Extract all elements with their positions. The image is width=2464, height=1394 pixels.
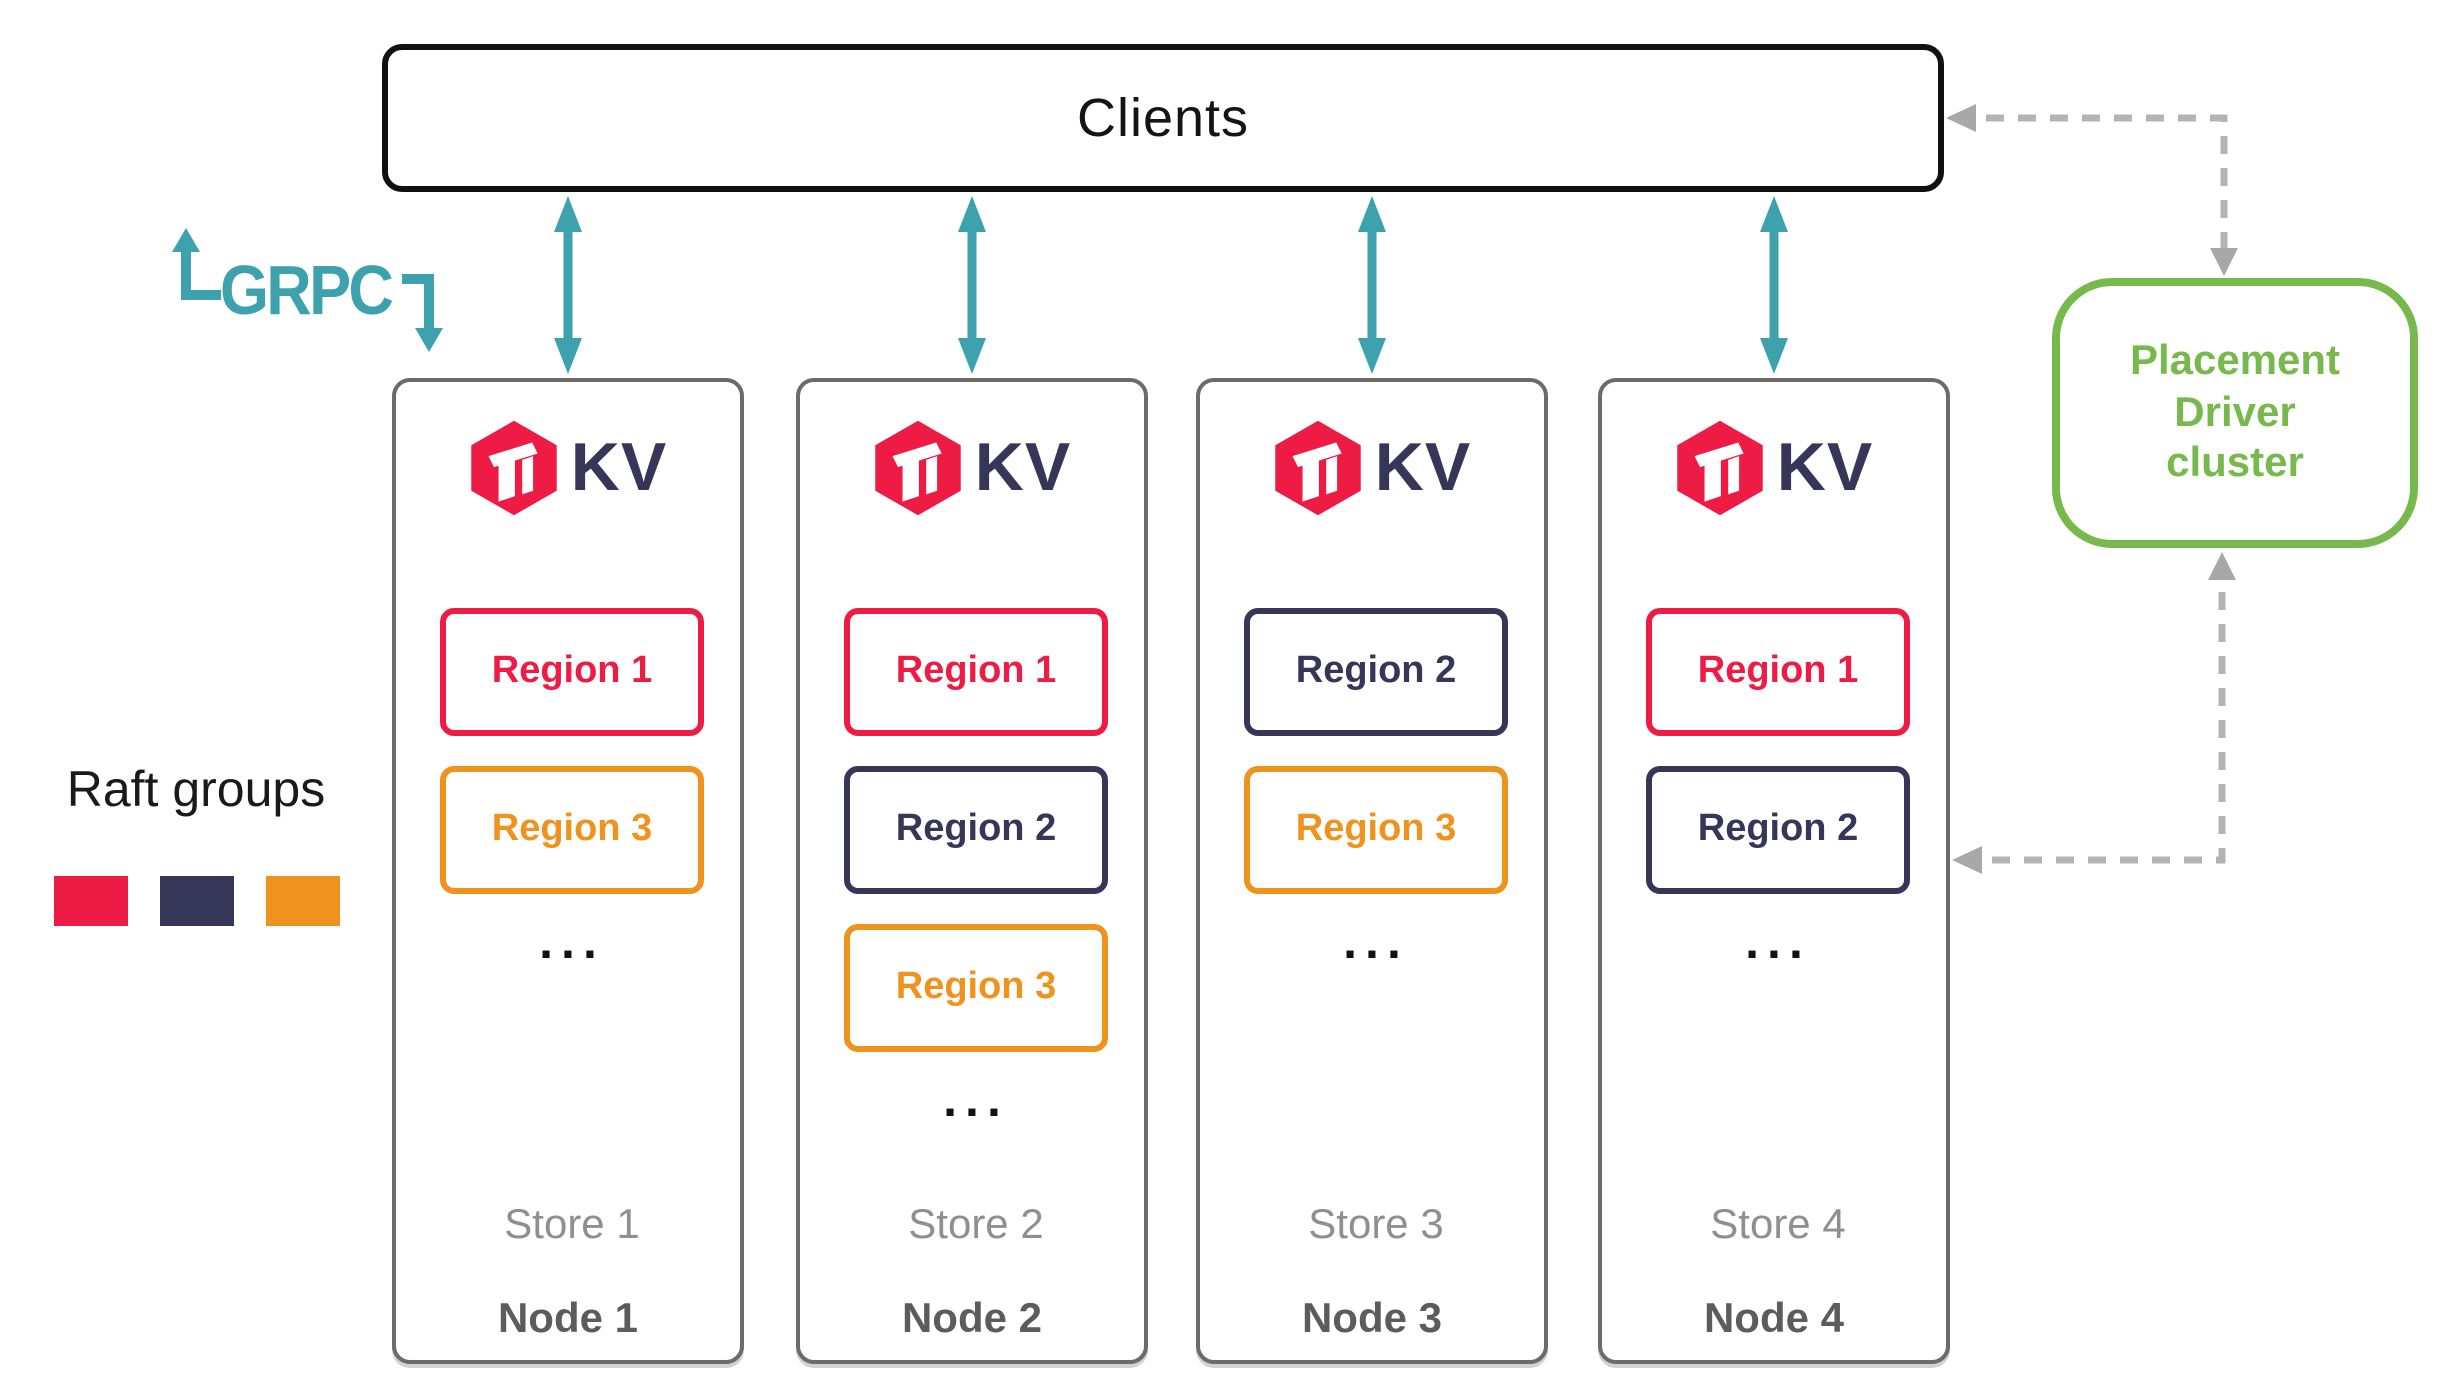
- node-4-box: KV Region 1 Region 2 ... Store 4 Node 4: [1598, 378, 1950, 1364]
- tikv-kv-label: KV: [570, 429, 668, 505]
- grpc-down-arrow-icon: [402, 274, 444, 352]
- clients-label: Clients: [1076, 87, 1250, 147]
- node-label: Node 3: [1301, 1296, 1442, 1342]
- raft-swatch-navy: [159, 875, 233, 925]
- grpc-arrow-node3: [1358, 196, 1386, 374]
- node-label: Node 2: [901, 1296, 1042, 1342]
- placement-driver-label: Placement Driver cluster: [2129, 338, 2341, 487]
- tikv-logo: KV: [800, 414, 1144, 522]
- grpc-arrow-node1: [554, 196, 582, 374]
- ellipsis: ...: [539, 914, 605, 970]
- node-2-box: KV Region 1 Region 2 Region 3 ... Store …: [796, 378, 1148, 1364]
- region-box: Region 3: [1244, 766, 1508, 894]
- store-label: Store 2: [908, 1202, 1044, 1248]
- pd-clients-connector: [1946, 104, 2238, 276]
- clients-box: Clients: [382, 44, 1944, 192]
- placement-driver-box: Placement Driver cluster: [2052, 278, 2418, 548]
- tikv-hexagon-icon: [472, 420, 558, 516]
- store-3: Region 2 Region 3 ... Store 3: [1220, 582, 1532, 1262]
- tikv-logo: KV: [1200, 414, 1544, 522]
- tikv-kv-label: KV: [1776, 429, 1874, 505]
- tikv-kv-label: KV: [974, 429, 1072, 505]
- tikv-logo: KV: [1602, 414, 1946, 522]
- raft-swatch-red: [53, 875, 127, 925]
- tikv-kv-label: KV: [1374, 429, 1472, 505]
- store-label: Store 3: [1308, 1202, 1444, 1248]
- store-label: Store 1: [504, 1202, 640, 1248]
- tikv-hexagon-icon: [1276, 420, 1362, 516]
- store-1: Region 1 Region 3 ... Store 1: [416, 582, 728, 1262]
- pd-node4-connector: [1952, 552, 2236, 874]
- region-box: Region 1: [1646, 608, 1910, 736]
- region-box: Region 2: [1244, 608, 1508, 736]
- tikv-hexagon-icon: [876, 420, 962, 516]
- grpc-arrow-node4: [1760, 196, 1788, 374]
- region-box: Region 2: [844, 766, 1108, 894]
- region-box: Region 1: [440, 608, 704, 736]
- raft-legend: Raft groups: [48, 756, 344, 925]
- raft-swatch-orange: [265, 875, 339, 925]
- node-3-box: KV Region 2 Region 3 ... Store 3 Node 3: [1196, 378, 1548, 1364]
- grpc-logo: GRPC: [172, 228, 458, 352]
- tikv-logo: KV: [396, 414, 740, 522]
- raft-legend-swatches: [48, 875, 344, 925]
- region-box: Region 1: [844, 608, 1108, 736]
- raft-legend-label: Raft groups: [66, 762, 326, 818]
- region-box: Region 2: [1646, 766, 1910, 894]
- node-label: Node 4: [1703, 1296, 1844, 1342]
- node-label: Node 1: [497, 1296, 638, 1342]
- tikv-hexagon-icon: [1678, 420, 1764, 516]
- store-4: Region 1 Region 2 ... Store 4: [1622, 582, 1934, 1262]
- ellipsis: ...: [943, 1072, 1009, 1128]
- region-box: Region 3: [844, 924, 1108, 1052]
- node-1-box: KV Region 1 Region 3 ... Store 1 Node 1: [392, 378, 744, 1364]
- grpc-up-arrow-icon: [172, 228, 221, 300]
- ellipsis: ...: [1745, 914, 1811, 970]
- store-label: Store 4: [1710, 1202, 1846, 1248]
- grpc-arrow-node2: [958, 196, 986, 374]
- ellipsis: ...: [1343, 914, 1409, 970]
- grpc-label: GRPC: [220, 252, 394, 330]
- region-box: Region 3: [440, 766, 704, 894]
- store-2: Region 1 Region 2 Region 3 ... Store 2: [820, 582, 1132, 1262]
